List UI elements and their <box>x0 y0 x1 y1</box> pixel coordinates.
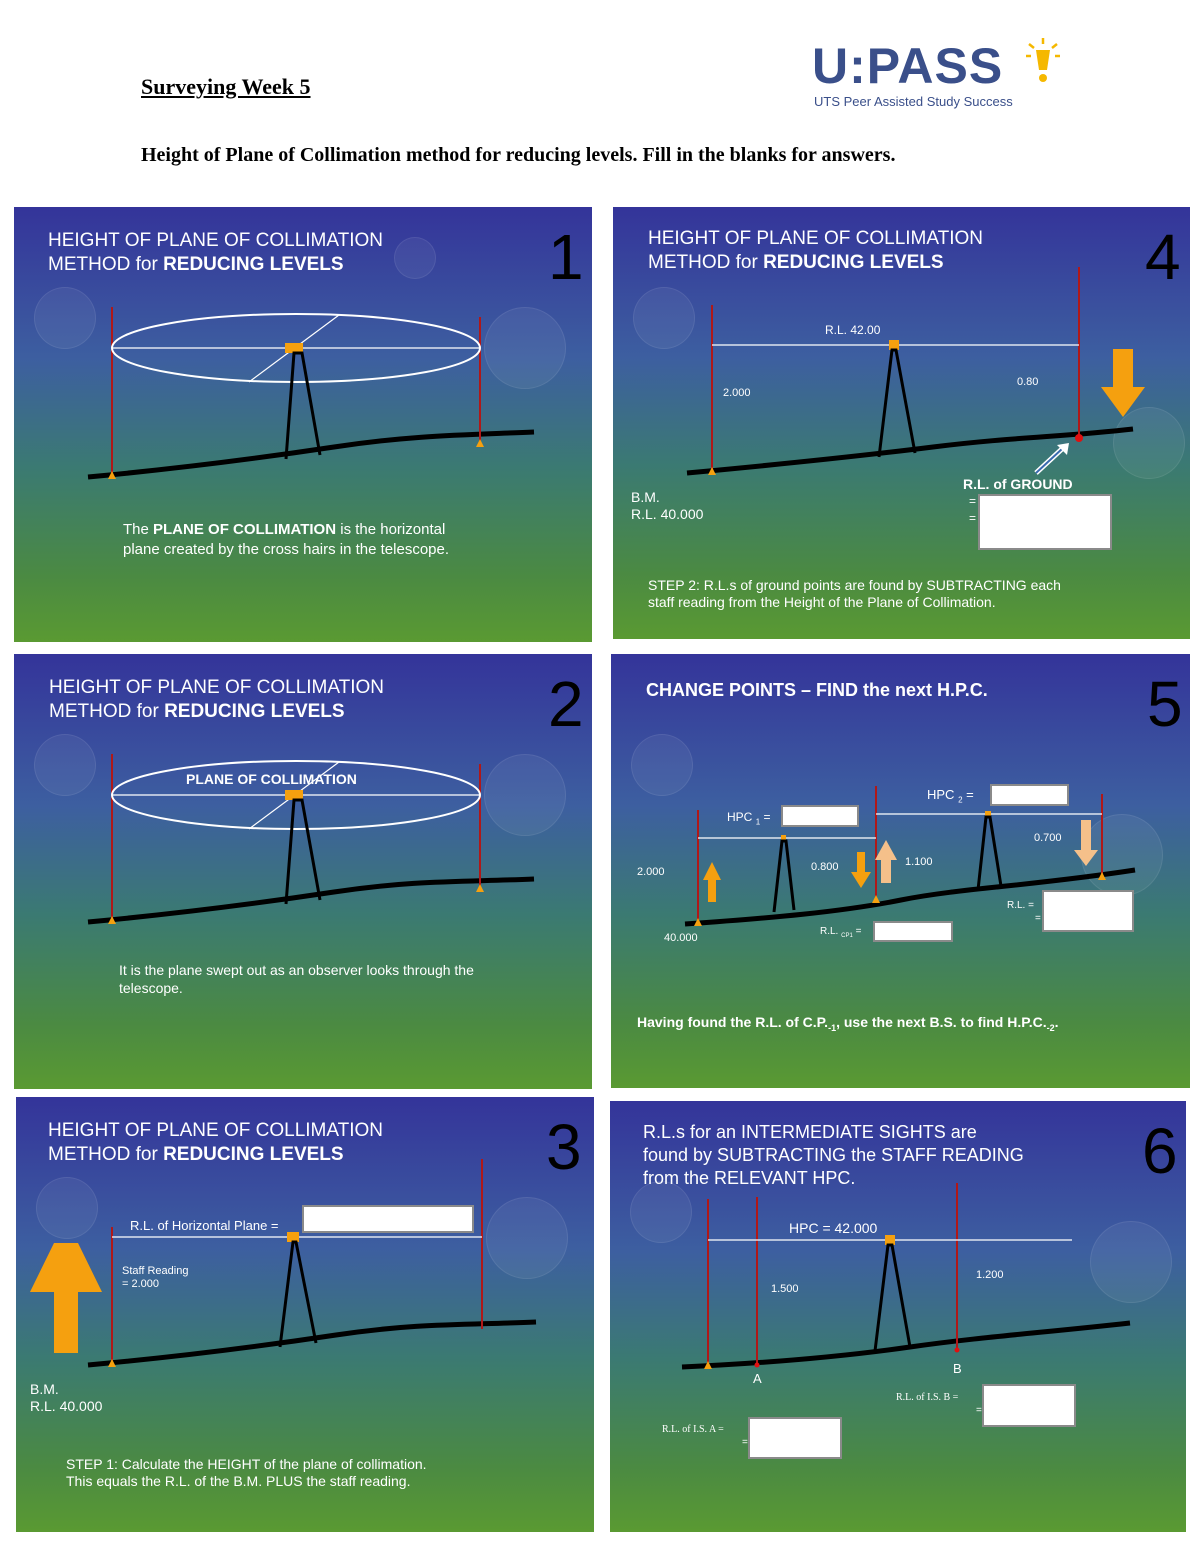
bm-value: 40.000 <box>664 932 698 944</box>
slide-number: 2 <box>548 668 584 740</box>
reading-0700: 0.700 <box>1034 832 1062 844</box>
point-a: A <box>753 1371 762 1386</box>
equals-sign: = <box>969 494 977 508</box>
slide-number: 4 <box>1145 221 1181 293</box>
slide-title: HEIGHT OF PLANE OF COLLIMATION METHOD fo… <box>49 677 385 722</box>
hpc-label: HPC = 42.000 <box>789 1220 878 1236</box>
slide-title: HEIGHT OF PLANE OF COLLIMATION METHOD fo… <box>48 1120 384 1165</box>
levelling-diagram <box>87 754 535 925</box>
logo-tagline: UTS Peer Assisted Study Success <box>814 94 1013 109</box>
reading-a: 1.500 <box>771 1283 799 1295</box>
slide-text: It is the plane swept out as an observer… <box>119 962 474 996</box>
footer-text: Having found the R.L. of C.P.-1, use the… <box>637 1014 1059 1033</box>
slide-number: 6 <box>1142 1115 1178 1187</box>
step-text: STEP 1: Calculate the HEIGHT of the plan… <box>66 1456 427 1489</box>
hpc2-label: HPC 2 = <box>927 787 974 805</box>
rl-ground-label: R.L. of GROUND <box>963 476 1073 492</box>
levelling-diagram <box>30 1159 537 1368</box>
rl-cp1-label: R.L. CP1 = <box>820 926 862 939</box>
staff-reading-label: Staff Reading = 2.000 <box>122 1265 189 1290</box>
slide-5: CHANGE POINTS – FIND the next H.P.C. 5 H… <box>611 654 1190 1088</box>
equals-sign: = <box>1035 913 1041 924</box>
lightbulb-icon <box>1026 38 1060 82</box>
rl-plane-label: R.L. of Horizontal Plane = <box>130 1218 279 1233</box>
bm-label: B.M. R.L. 40.000 <box>30 1381 103 1414</box>
answer-box-hpc2[interactable] <box>990 784 1069 806</box>
slide-6: R.L.s for an INTERMEDIATE SIGHTS are fou… <box>610 1101 1186 1532</box>
up-arrow-icon <box>30 1243 102 1353</box>
levelling-diagram <box>686 267 1145 476</box>
answer-box-hpc1[interactable] <box>781 805 859 827</box>
down-arrow-icon <box>1074 820 1098 866</box>
slide-number: 3 <box>546 1111 582 1183</box>
slide-text: The PLANE OF COLLIMATION is the horizont… <box>123 521 450 558</box>
slide-4: HEIGHT OF PLANE OF COLLIMATION METHOD fo… <box>613 207 1190 639</box>
upass-logo: U:PASS UTS Peer Assisted Study Success <box>812 36 1062 116</box>
reading-right: 0.80 <box>1017 376 1039 388</box>
equals-sign: = <box>969 511 977 525</box>
slide-title: HEIGHT OF PLANE OF COLLIMATION METHOD fo… <box>48 230 384 275</box>
equals-sign: = <box>976 1405 982 1416</box>
answer-box-rl-end[interactable] <box>1042 890 1134 932</box>
intermediate-sights-diagram <box>681 1183 1131 1370</box>
rl-is-a-label: R.L. of I.S. A = <box>662 1424 724 1435</box>
levelling-diagram <box>87 307 535 480</box>
step-text: STEP 2: R.L.s of ground points are found… <box>648 577 1061 610</box>
plane-label: PLANE OF COLLIMATION <box>186 771 357 787</box>
hpc1-label: HPC 1 = <box>727 810 771 827</box>
reading-0800: 0.800 <box>811 861 839 873</box>
change-points-diagram <box>684 786 1136 927</box>
up-arrow-icon <box>875 840 897 883</box>
point-b: B <box>953 1361 962 1376</box>
slide-title: R.L.s for an INTERMEDIATE SIGHTS are fou… <box>643 1122 1024 1188</box>
answer-box-rl-is-a[interactable] <box>748 1417 842 1459</box>
bm-label: B.M. R.L. 40.000 <box>631 489 704 522</box>
reading-left: 2.000 <box>723 387 751 399</box>
reading-1100: 1.100 <box>905 856 933 868</box>
slide-number: 5 <box>1147 668 1183 740</box>
slide-2: HEIGHT OF PLANE OF COLLIMATION METHOD fo… <box>14 654 592 1089</box>
logo-wordmark: U:PASS <box>812 38 1004 94</box>
slide-3: HEIGHT OF PLANE OF COLLIMATION METHOD fo… <box>16 1097 594 1532</box>
slide-title: CHANGE POINTS – FIND the next H.P.C. <box>646 680 988 700</box>
reading-2000: 2.000 <box>637 866 665 878</box>
down-arrow-icon <box>851 852 871 888</box>
slide-title: HEIGHT OF PLANE OF COLLIMATION METHOD fo… <box>648 228 984 273</box>
answer-box-rl-plane[interactable] <box>302 1205 474 1233</box>
equals-sign: = <box>742 1437 748 1448</box>
slide-1: HEIGHT OF PLANE OF COLLIMATION METHOD fo… <box>14 207 592 642</box>
instructions: Height of Plane of Collimation method fo… <box>141 144 896 166</box>
diagonal-arrow-icon <box>1034 443 1069 475</box>
rl-end-label: R.L. = <box>1007 900 1034 911</box>
slide-number: 1 <box>548 221 584 293</box>
rl-is-b-label: R.L. of I.S. B = <box>896 1392 959 1403</box>
up-arrow-icon <box>703 862 721 902</box>
document-title: Surveying Week 5 <box>141 74 311 99</box>
answer-box-rl-cp1[interactable] <box>873 921 953 942</box>
reading-b: 1.200 <box>976 1269 1004 1281</box>
rl-hpc-label: R.L. 42.00 <box>825 323 881 337</box>
down-arrow-icon <box>1101 349 1145 417</box>
answer-box-rl-is-b[interactable] <box>982 1384 1076 1427</box>
answer-box-rl-ground[interactable] <box>978 494 1112 550</box>
